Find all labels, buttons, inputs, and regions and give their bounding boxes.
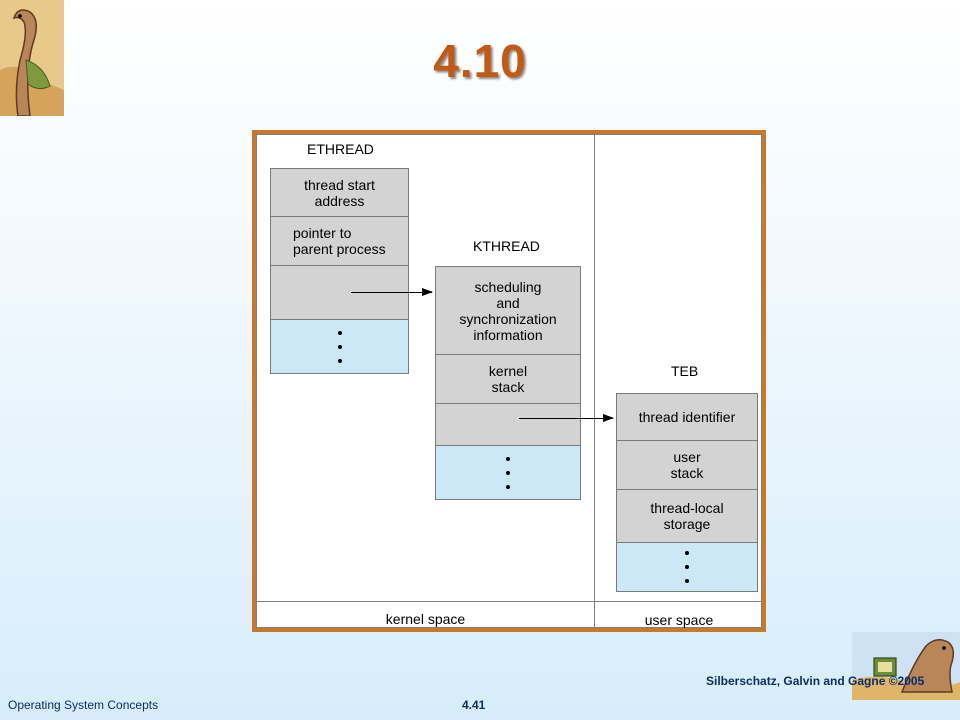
kthread-continuation [436, 446, 580, 499]
ellipsis-dot [685, 565, 689, 569]
teb-field-thread-local-storage: thread-local storage [617, 490, 757, 543]
ellipsis-dot [337, 358, 342, 363]
ellipsis-dot [337, 330, 342, 335]
thread-data-structures-figure: ETHREAD thread start address pointer to … [252, 130, 766, 632]
teb-field-thread-identifier: thread identifier [617, 394, 757, 441]
ethread-continuation [271, 320, 408, 373]
ellipsis-dot [685, 551, 689, 555]
dinosaur-illustration-top [0, 0, 64, 116]
kernel-space-label: kernel space [385, 611, 466, 627]
ethread-field-parent-process-pointer: pointer to parent process [271, 217, 408, 266]
teb-field-text: user stack [670, 449, 704, 481]
slide-title: 4.10 [433, 35, 527, 87]
teb-field-user-stack: user stack [617, 441, 757, 490]
teb-field-text: thread-local storage [650, 500, 724, 532]
ellipsis-dot [506, 470, 510, 475]
ethread-field-text: thread start address [304, 176, 375, 209]
user-space-label: user space [644, 612, 714, 628]
kernel-user-divider [594, 135, 595, 627]
figure-canvas: ETHREAD thread start address pointer to … [256, 134, 762, 628]
kthread-structure: scheduling and synchronization informati… [435, 266, 581, 500]
region-label-divider [257, 601, 761, 602]
teb-label: TEB [671, 363, 699, 379]
kthread-field-kernel-stack: kernel stack [436, 355, 580, 404]
teb-continuation [617, 543, 757, 591]
footer-page-number: 4.41 [462, 698, 486, 712]
ethread-structure: thread start address pointer to parent p… [270, 168, 409, 374]
kthread-field-text: kernel stack [488, 363, 528, 395]
ellipsis-dot [506, 484, 510, 489]
teb-field-text: thread identifier [638, 409, 736, 425]
teb-structure: thread identifier user stack thread-loca… [616, 393, 758, 592]
ethread-to-kthread-arrow [351, 288, 433, 296]
kthread-field-teb-pointer [436, 404, 580, 446]
footer-course-title: Operating System Concepts [8, 698, 159, 712]
ellipsis-dot [685, 579, 689, 583]
ellipsis-dot [506, 456, 510, 461]
ethread-field-text: pointer to parent process [293, 225, 386, 257]
ethread-field-kthread-pointer [271, 266, 408, 320]
ellipsis-dot [337, 344, 342, 349]
kthread-label: KTHREAD [473, 238, 540, 254]
ethread-label: ETHREAD [307, 141, 374, 157]
kthread-field-scheduling-info: scheduling and synchronization informati… [436, 267, 580, 355]
dinosaur-illustration-bottom [852, 632, 960, 700]
ethread-field-thread-start-address: thread start address [271, 169, 408, 217]
kthread-to-teb-arrow [519, 414, 614, 422]
footer-authors: Silberschatz, Galvin and Gagne ©2005 [706, 674, 925, 688]
kthread-field-text: scheduling and synchronization informati… [459, 278, 557, 343]
